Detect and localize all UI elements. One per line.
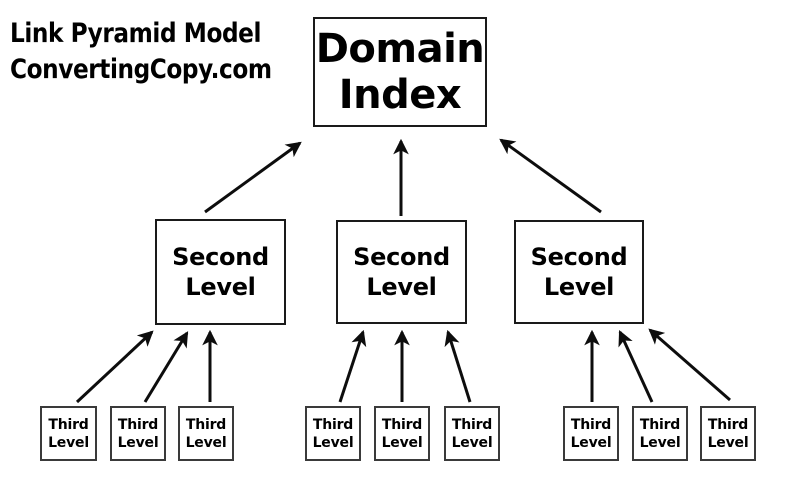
node-label-line-2: Level xyxy=(366,273,437,301)
node-label-line-2: Level xyxy=(185,434,227,451)
node-label-line-2: Level xyxy=(639,434,681,451)
node-label-line-1: Third xyxy=(185,416,227,433)
arrow-third2-to-second1 xyxy=(143,331,189,403)
node-label-line-1: Third xyxy=(48,416,89,433)
node-label-line-1: Third xyxy=(639,416,681,433)
arrow-second1-to-domain xyxy=(204,141,302,214)
node-label-line-2: Level xyxy=(312,434,354,451)
node-label-line-2: Level xyxy=(570,434,612,451)
node-label-line-1: Third xyxy=(707,416,749,433)
title-line-2: ConvertingCopy.com xyxy=(10,54,272,85)
title-block: Link Pyramid Model ConvertingCopy.com xyxy=(10,16,300,88)
node-label-line-1: Third xyxy=(570,416,612,433)
arrow-third4-to-second2 xyxy=(338,329,367,403)
node-label-line-1: Second xyxy=(353,243,450,271)
arrow-second3-to-domain xyxy=(499,138,602,214)
node-label-line-2: Level xyxy=(48,434,89,451)
arrow-third9-to-second3 xyxy=(648,328,731,402)
node-label-line-2: Level xyxy=(381,434,423,451)
title-line-1: Link Pyramid Model xyxy=(10,18,262,49)
node-label-line-1: Third xyxy=(117,416,159,433)
node-label-line-1: Domain xyxy=(315,26,485,72)
node-label-line-1: Second xyxy=(530,243,628,271)
arrow-third6-to-second2 xyxy=(444,329,472,403)
node-label-line-2: Index xyxy=(338,72,462,118)
arrow-third8-to-second3 xyxy=(618,330,654,403)
node-label-line-2: Level xyxy=(185,273,256,301)
node-label-line-2: Level xyxy=(543,273,615,301)
node-label-line-1: Third xyxy=(451,416,493,433)
node-label-line-1: Second xyxy=(172,243,269,271)
node-label-line-1: Third xyxy=(381,416,423,433)
arrow-third1-to-second1 xyxy=(75,330,154,404)
node-label-line-2: Level xyxy=(451,434,493,451)
node-label-line-2: Level xyxy=(707,434,749,451)
node-label-line-2: Level xyxy=(117,434,159,451)
node-label-line-1: Third xyxy=(312,416,354,433)
